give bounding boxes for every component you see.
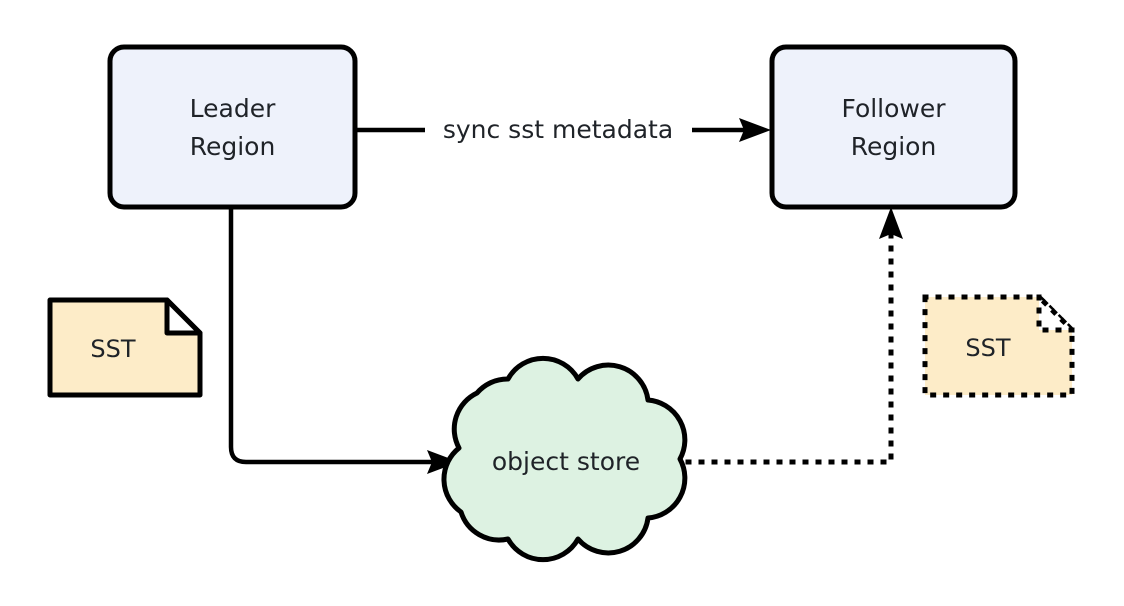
follower-region-label-line2: Region <box>851 132 937 161</box>
edge-object-store-to-follower-arrowhead <box>879 207 903 239</box>
leader-region-label-line2: Region <box>190 132 276 161</box>
edge-leader-to-object-store-path <box>228 208 432 465</box>
edge-leader-to-object-store[interactable] <box>228 208 459 474</box>
leader-region-label-line1: Leader <box>190 94 276 123</box>
sst-follower-note-fill <box>925 297 1072 395</box>
node-sst-follower[interactable]: SST <box>922 290 1079 398</box>
node-follower-region[interactable]: Follower Region <box>769 44 1018 210</box>
edge-leader-to-follower-arrowhead <box>739 118 771 142</box>
node-object-store[interactable]: object store <box>441 355 688 563</box>
edge-leader-to-object-store-arrowhead <box>427 450 459 474</box>
leader-region-box <box>107 44 358 210</box>
edge-object-store-to-follower[interactable] <box>685 207 903 465</box>
sst-leader-note-fold <box>164 297 203 336</box>
object-store-label: object store <box>492 447 640 476</box>
edge-object-store-to-follower-path <box>685 230 894 465</box>
follower-region-label-line1: Follower <box>841 94 946 123</box>
follower-region-box <box>769 44 1018 210</box>
edge-leader-to-follower[interactable]: sync sst metadata <box>357 115 771 144</box>
sst-follower-label: SST <box>965 334 1010 362</box>
node-leader-region[interactable]: Leader Region <box>107 44 358 210</box>
object-store-cloud <box>441 355 688 563</box>
sst-follower-note-fold <box>1036 290 1079 333</box>
sst-leader-label: SST <box>90 335 135 363</box>
sst-leader-note-shape <box>47 297 203 398</box>
sst-follower-note-shape <box>922 294 1075 398</box>
edge-label-sync-sst-metadata: sync sst metadata <box>443 115 673 144</box>
node-sst-leader[interactable]: SST <box>47 297 203 398</box>
